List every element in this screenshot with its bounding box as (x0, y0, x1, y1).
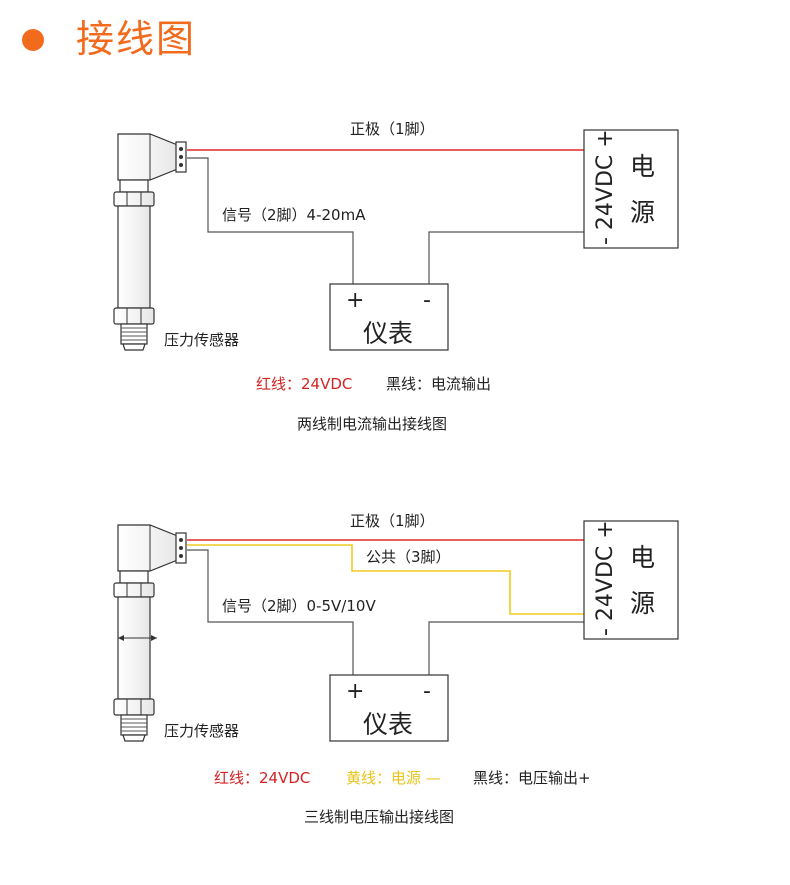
page-title: 接线图 (76, 17, 197, 61)
pressure-sensor-icon (113, 133, 187, 351)
psu-label-top: 电 (630, 543, 655, 572)
legend-red-wire: 红线：24VDC (256, 375, 352, 393)
meter-minus-terminal: - (423, 288, 431, 313)
diagram-caption: 三线制电压输出接线图 (304, 808, 454, 826)
meter-box (329, 283, 449, 351)
positive-wire-label: 正极（1脚） (350, 512, 435, 530)
header-bullet-dot (22, 29, 44, 51)
legend-yellow-wire: 黄线：电源 — (346, 769, 441, 787)
legend-black-wire: 黑线：电压输出+ (473, 769, 591, 787)
psu-voltage-label: - 24VDC + (593, 520, 618, 636)
meter-label: 仪表 (363, 319, 413, 348)
meter-label: 仪表 (363, 710, 413, 739)
psu-label-bottom: 源 (630, 198, 655, 227)
three-wire-diagram: 正极（1脚） 公共（3脚） 信号（2脚）0-5V/10V + - 仪表 - 24… (113, 512, 679, 826)
meter-minus-terminal: - (423, 679, 431, 704)
sensor-label: 压力传感器 (164, 331, 239, 349)
psu-voltage-label: - 24VDC + (593, 129, 618, 245)
power-supply-box (583, 520, 679, 640)
meter-box (329, 674, 449, 742)
yellow-wire (187, 544, 584, 615)
power-supply-box (583, 129, 679, 249)
return-wire (428, 231, 584, 284)
signal-wire-label: 信号（2脚）4-20mA (222, 206, 366, 224)
psu-label-bottom: 源 (630, 589, 655, 618)
return-wire (428, 621, 584, 675)
two-wire-diagram: 正极（1脚） 信号（2脚）4-20mA + - 仪表 - 24VDC + 电 源… (113, 120, 679, 433)
psu-label-top: 电 (630, 152, 655, 181)
common-wire-label: 公共（3脚） (366, 548, 451, 566)
legend-black-wire: 黑线：电流输出 (386, 375, 491, 393)
diagram-caption: 两线制电流输出接线图 (297, 415, 447, 433)
signal-wire (187, 157, 354, 284)
positive-wire-label: 正极（1脚） (350, 120, 435, 138)
legend-red-wire: 红线：24VDC (214, 769, 310, 787)
arrow-right-icon (151, 635, 157, 641)
arrow-left-icon (118, 635, 124, 641)
meter-plus-terminal: + (346, 679, 364, 704)
signal-wire-label: 信号（2脚）0-5V/10V (222, 597, 376, 615)
meter-plus-terminal: + (346, 288, 364, 313)
signal-wire (187, 549, 354, 675)
sensor-label: 压力传感器 (164, 722, 239, 740)
pressure-sensor-icon (113, 524, 187, 742)
